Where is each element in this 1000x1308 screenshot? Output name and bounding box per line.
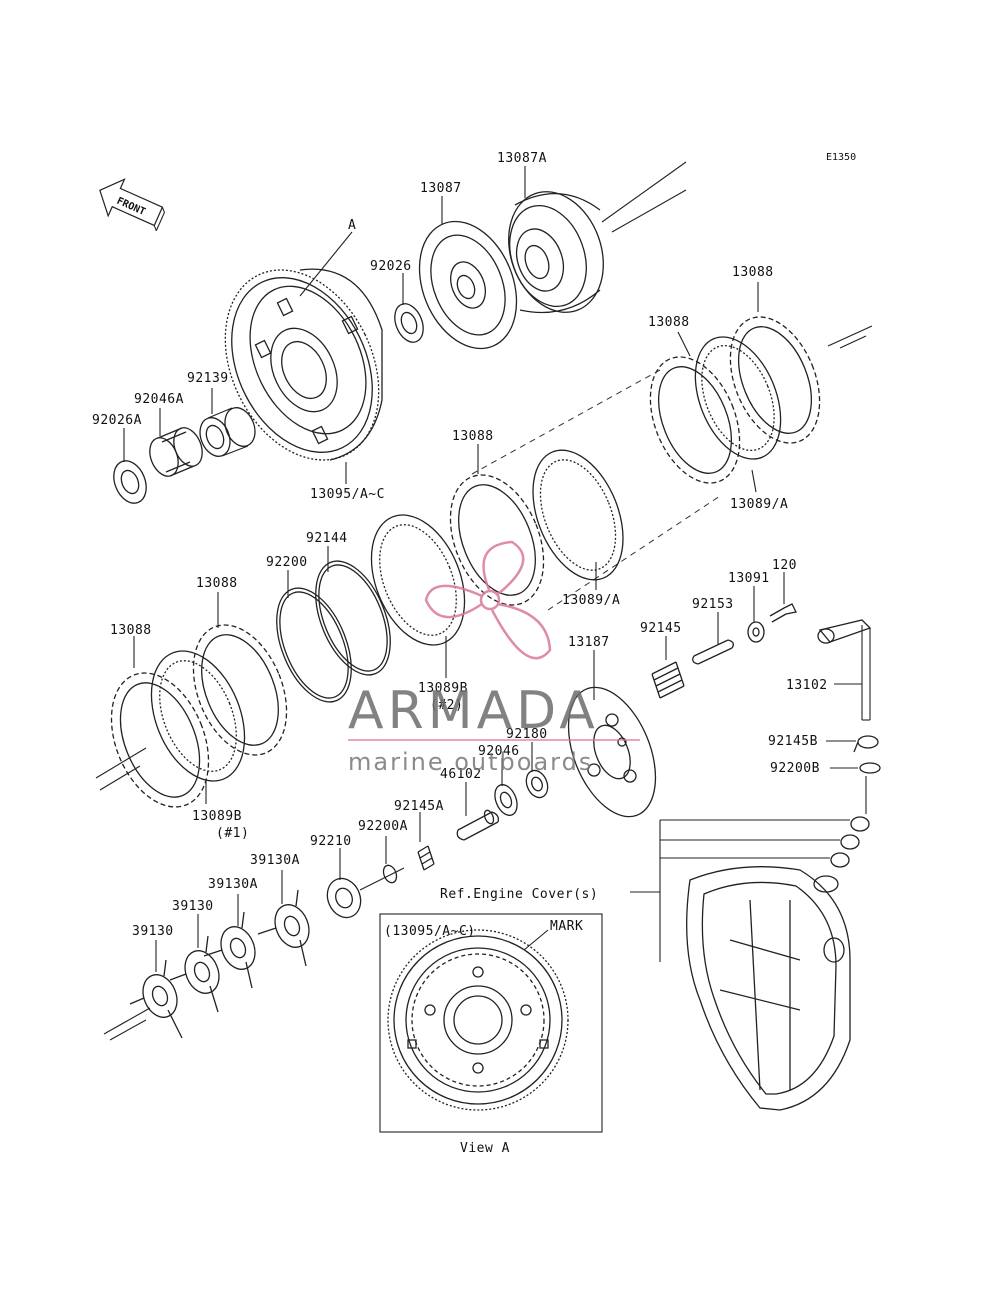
label-13088-mid: 13088: [648, 315, 690, 330]
label-13089B-1: 13089B: [192, 809, 242, 824]
plate-39130-b: [129, 959, 183, 1039]
steel-plate-13089A-top: [694, 336, 782, 460]
plate-39130-a: [169, 935, 220, 1013]
label-39130-b: 39130: [132, 924, 174, 939]
label-13088-center: 13088: [452, 429, 494, 444]
label-92145: 92145: [640, 621, 682, 636]
front-arrow-icon: FRONT: [99, 178, 165, 231]
washer-92026A: [113, 460, 147, 504]
bearing-92210: [326, 877, 362, 919]
label-39130A-a: 39130A: [250, 853, 300, 868]
engine-cover: [686, 866, 851, 1111]
label-13095: 13095/A~C: [310, 487, 385, 502]
label-13087: 13087: [420, 181, 462, 196]
watermark-tagline: marine outboards: [348, 748, 593, 776]
ring-92144: [315, 560, 391, 676]
bearing-92046: [494, 784, 518, 816]
spring-92145: [651, 661, 685, 699]
steel-plate-13089B-1: [150, 650, 246, 782]
steel-plate-13089B-2: [370, 514, 466, 646]
label-13088-top: 13088: [732, 265, 774, 280]
friction-plate-13088-center: [449, 474, 545, 606]
bolt-120: [769, 603, 797, 623]
ref-engine-cover: Ref.Engine Cover(s): [440, 887, 598, 902]
label-92144: 92144: [306, 531, 348, 546]
label-92046A: 92046A: [134, 392, 184, 407]
spring-92145B: [853, 735, 879, 753]
ref-code: E1350: [826, 152, 856, 163]
label-13089A-top: 13089/A: [730, 497, 788, 512]
friction-plate-13088-mid: [649, 356, 741, 484]
propeller-logo-icon: [424, 540, 552, 660]
seal-3-icon: [830, 852, 850, 868]
label-13089A-center: 13089/A: [562, 593, 620, 608]
label-92139: 92139: [187, 371, 229, 386]
friction-plate-13088-left: [192, 624, 288, 756]
spring-92145A: [417, 845, 435, 871]
label-120: 120: [772, 558, 797, 573]
view-a-caption: View A: [460, 1141, 510, 1156]
view-a-gear: [387, 929, 569, 1111]
label-13088-far-left: 13088: [110, 623, 152, 638]
pusher-46102: [456, 809, 500, 841]
label-92200A: 92200A: [358, 819, 408, 834]
label-13089B-2: 13089B: [418, 681, 468, 696]
label-13087A: 13087A: [497, 151, 547, 166]
steel-plate-13089A-center: [532, 449, 624, 581]
label-46102: 46102: [440, 767, 482, 782]
release-lever-13102: [817, 619, 872, 721]
label-92046: 92046: [478, 744, 520, 759]
clutch-housing-13095: [224, 268, 383, 461]
label-39130A-b: 39130A: [208, 877, 258, 892]
label-13089B-2-note: (#2): [430, 698, 463, 713]
seal-2-icon: [840, 834, 860, 850]
ring-92200: [276, 587, 352, 703]
label-92026: 92026: [370, 259, 412, 274]
pressure-plate-13087: [418, 220, 518, 350]
plate-39130A-a: [257, 889, 310, 967]
label-92200: 92200: [266, 555, 308, 570]
label-92200B: 92200B: [770, 761, 820, 776]
label-39130-a: 39130: [172, 899, 214, 914]
pressure-plate-13187: [567, 686, 657, 818]
watermark-brand: ARMADA: [348, 681, 599, 741]
label-92145B: 92145B: [768, 734, 818, 749]
view-a-frame: [379, 913, 603, 1133]
label-92153: 92153: [692, 597, 734, 612]
washer-92026: [394, 303, 424, 343]
clutch-hub-13087A: [508, 191, 604, 314]
needle-bearing-92046A: [149, 427, 203, 477]
label-13091: 13091: [728, 571, 770, 586]
label-13187: 13187: [568, 635, 610, 650]
part-13091: [747, 621, 765, 643]
label-13088-left: 13088: [196, 576, 238, 591]
plate-39130A-b: [203, 911, 256, 989]
label-92026A: 92026A: [92, 413, 142, 428]
washer-92200B: [859, 762, 881, 774]
sleeve-92139: [199, 407, 256, 457]
label-A: A: [348, 218, 356, 233]
view-a-mark: MARK: [550, 919, 583, 934]
label-92180: 92180: [506, 727, 548, 742]
label-92145A: 92145A: [394, 799, 444, 814]
rod-92153: [692, 639, 734, 665]
washer-92200A: [382, 864, 398, 884]
view-a-header: (13095/A~C): [384, 924, 476, 939]
friction-plate-13088-top: [729, 316, 821, 444]
watermark: ARMADA marine outboards: [348, 540, 640, 776]
friction-plate-13088-far-left: [110, 672, 210, 808]
label-13089B-1-note: (#1): [216, 826, 249, 841]
seal-1-icon: [850, 816, 870, 832]
label-92210: 92210: [310, 834, 352, 849]
label-13102: 13102: [786, 678, 828, 693]
